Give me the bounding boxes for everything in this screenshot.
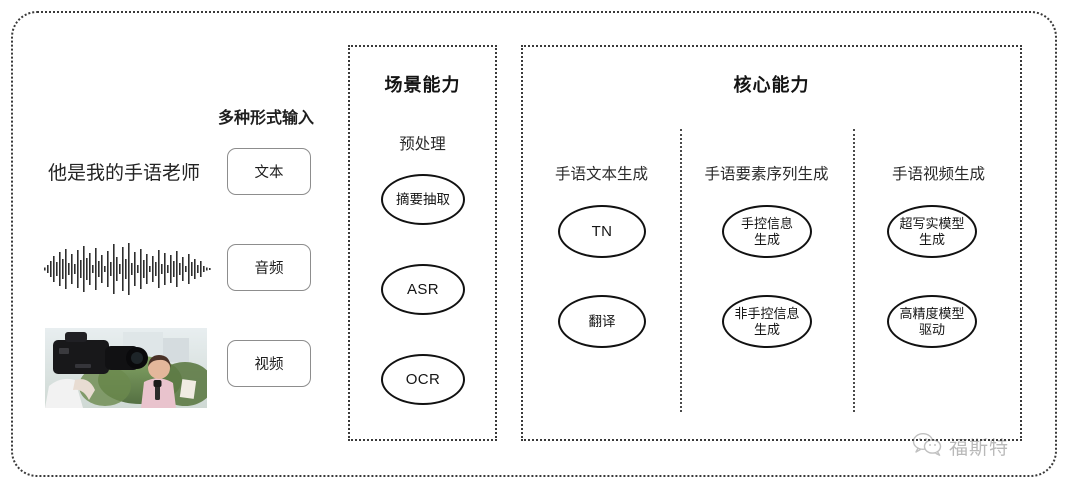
core-node-translation[interactable]: 翻译 [558, 295, 646, 348]
input-chip-video-label: 视频 [254, 357, 284, 373]
core-column-label-element-sequence: 手语要素序列生成 [704, 166, 829, 183]
waveform-icon [42, 240, 214, 298]
core-node-high-precision-model-driving[interactable]: 高精度模型 驱动 [887, 295, 977, 348]
input-chip-text-label: 文本 [254, 165, 284, 181]
core-column-divider-1 [680, 129, 682, 412]
core-node-hyper-realistic-model-generation[interactable]: 超写实模型 生成 [887, 205, 977, 258]
core-column-label-text-generation: 手语文本生成 [554, 166, 648, 183]
input-chip-audio-label: 音频 [254, 261, 284, 277]
core-column-label-video-generation: 手语视频生成 [891, 166, 985, 183]
scene-group-label-preprocessing: 预处理 [399, 136, 446, 153]
diagram-outer-frame [11, 11, 1057, 477]
core-node-tn[interactable]: TN [558, 205, 646, 258]
scene-node-asr[interactable]: ASR [381, 264, 465, 315]
core-column-divider-2 [853, 129, 855, 412]
input-chip-audio[interactable]: 音频 [227, 244, 311, 291]
input-chip-video[interactable]: 视频 [227, 340, 311, 387]
wechat-icon [912, 432, 942, 461]
core-panel-title: 核心能力 [733, 75, 810, 95]
sample-input-text: 他是我的手语老师 [48, 163, 201, 184]
scene-node-ocr[interactable]: OCR [381, 354, 465, 405]
watermark: 福斯特 [912, 432, 1009, 461]
scene-node-summary-extraction[interactable]: 摘要抽取 [381, 174, 465, 225]
scene-panel-title: 场景能力 [384, 75, 461, 95]
core-capability-panel: 核心能力 手语文本生成 TN 翻译 手语要素序列生成 手控信息 生成 非手控信息… [521, 45, 1022, 441]
input-chip-text[interactable]: 文本 [227, 148, 311, 195]
watermark-text: 福斯特 [949, 438, 1010, 459]
core-node-manual-info-generation[interactable]: 手控信息 生成 [722, 205, 812, 258]
input-section-heading: 多种形式输入 [218, 110, 315, 127]
scene-capability-panel: 场景能力 预处理 摘要抽取 ASR OCR [348, 45, 497, 441]
core-node-non-manual-info-generation[interactable]: 非手控信息 生成 [722, 295, 812, 348]
video-thumbnail-icon [45, 328, 207, 408]
